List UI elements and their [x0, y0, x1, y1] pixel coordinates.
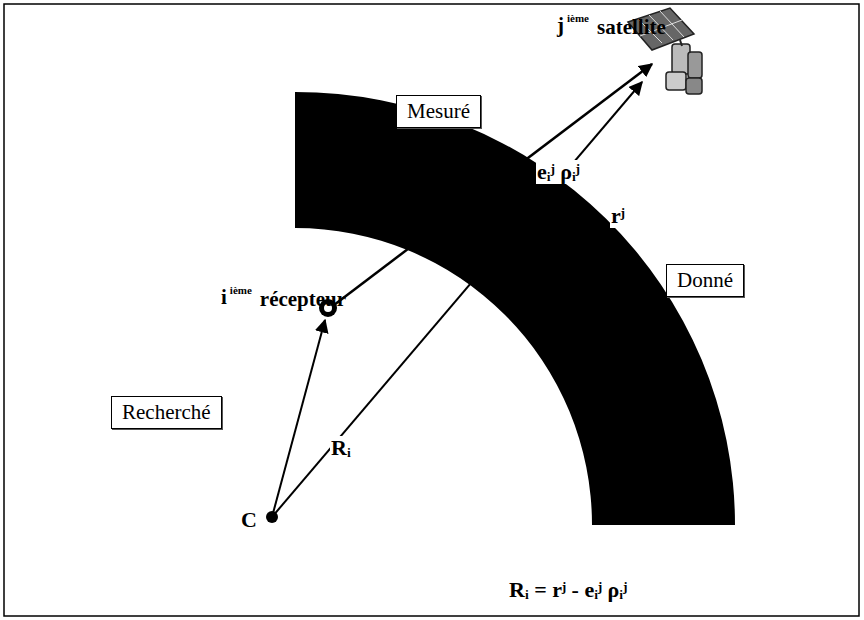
text-label: C [240, 508, 258, 532]
earth-band [295, 92, 735, 525]
text-label: eᵢʲ ρᵢʲ [536, 160, 581, 184]
text-label: ième [566, 12, 590, 24]
text-label: récepteur [259, 288, 347, 311]
center-point [266, 511, 278, 523]
box-text: Recherché [122, 400, 211, 425]
label-box: Mesuré [396, 95, 481, 128]
label-box: Recherché [111, 396, 222, 429]
frame [4, 4, 859, 616]
text-label: satellite [596, 16, 667, 39]
receiver-vector [272, 320, 325, 517]
label-box: Donné [666, 264, 744, 297]
text-label: Rᵢ = rʲ - eᵢʲ ρᵢʲ [508, 578, 628, 602]
box-text: Donné [677, 268, 733, 293]
text-label: Rᵢ [330, 436, 352, 460]
text-label: i [220, 286, 228, 309]
text-label: rʲ [610, 204, 626, 228]
range-vector [334, 64, 652, 305]
text-label: j [556, 14, 565, 37]
box-text: Mesuré [407, 99, 470, 124]
text-label: ième [229, 284, 253, 296]
